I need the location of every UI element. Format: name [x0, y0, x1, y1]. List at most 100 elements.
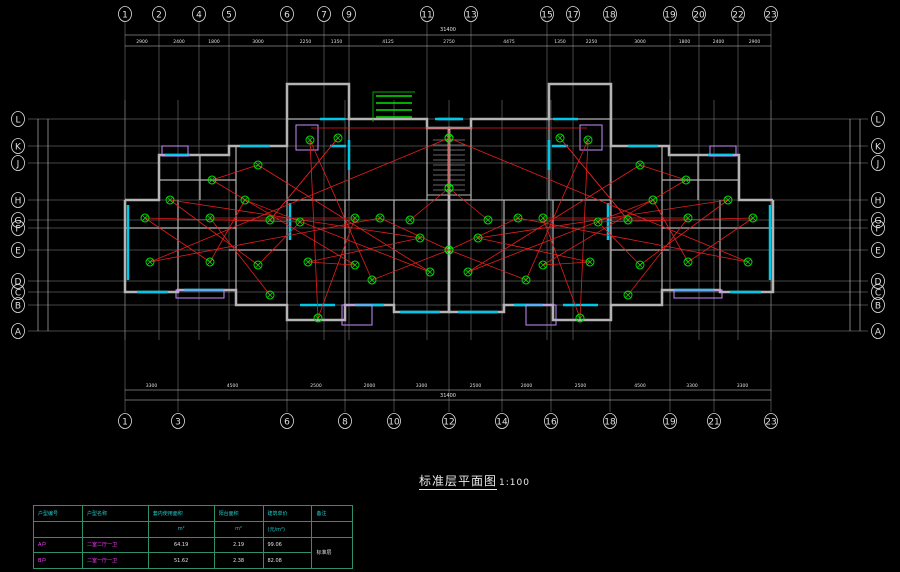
electrical-wire [209, 199, 246, 263]
light-fixture-cross [146, 258, 154, 266]
electrical-wire [517, 217, 749, 263]
top-axis-bubble-circle [464, 6, 478, 22]
top-axis-bubble-circle [222, 6, 236, 22]
furniture-block [161, 145, 189, 157]
bottom-axis-bubble-circle [707, 413, 721, 429]
furniture-block [175, 289, 225, 299]
left-axis-bubble-circle [11, 212, 25, 228]
electrical-wire [144, 217, 211, 263]
top-axis-bubble-label: 4 [196, 11, 202, 21]
header-cell: 套内使用面积 [147, 505, 215, 522]
light-fixture-icon [681, 175, 691, 185]
light-fixture-cross [584, 136, 592, 144]
note-cell: 标准层 [311, 536, 353, 569]
dimension-text: 3000 [252, 39, 264, 45]
light-fixture-icon [648, 195, 658, 205]
right-axis-bubble-label: E [875, 247, 881, 257]
light-fixture-cross [624, 216, 632, 224]
dimension-text: 2000 [521, 383, 533, 389]
dimension-text: 2900 [136, 39, 148, 45]
light-fixture-icon [444, 245, 454, 255]
dimension-text: 4125 [382, 39, 394, 45]
electrical-wire [542, 179, 687, 266]
light-fixture-cross [314, 314, 322, 322]
light-fixture-cross [539, 261, 547, 269]
dimension-text: 2500 [470, 383, 482, 389]
top-axis-bubble-label: 17 [567, 11, 578, 21]
electrical-wire [379, 217, 450, 251]
unit-area: 51.62 [147, 552, 215, 569]
title-text: 标准层平面图 [419, 474, 498, 490]
top-axis-bubble-label: 7 [321, 11, 327, 21]
light-fixture-cross [682, 176, 690, 184]
light-fixture-cross [334, 134, 342, 142]
light-fixture-icon [165, 195, 175, 205]
bottom-axis-bubble-circle [442, 413, 456, 429]
bottom-axis-bubble-circle [603, 413, 617, 429]
right-axis-bubble-label: B [875, 302, 881, 312]
dimension-text: 3300 [416, 383, 428, 389]
light-fixture-cross [416, 234, 424, 242]
light-fixture-icon [635, 260, 645, 270]
light-fixture-icon [425, 267, 435, 277]
right-axis-bubble-label: H [875, 197, 882, 207]
light-fixture-icon [265, 215, 275, 225]
light-fixture-icon [145, 257, 155, 267]
right-axis-bubble-circle [871, 297, 885, 313]
right-axis-bubble-circle [871, 212, 885, 228]
light-fixture-icon [513, 213, 523, 223]
light-fixture-icon [333, 133, 343, 143]
dimension-text: 31400 [440, 393, 456, 399]
bottom-axis-bubble-label: 14 [496, 418, 508, 428]
light-fixture-icon [350, 213, 360, 223]
light-fixture-icon [521, 275, 531, 285]
electrical-wire [477, 237, 591, 263]
dimension-text: 4500 [634, 383, 646, 389]
top-axis-bubble-circle [764, 6, 778, 22]
light-fixture-cross [406, 216, 414, 224]
electrical-wire [307, 237, 421, 263]
light-fixture-cross [556, 134, 564, 142]
right-axis-bubble-label: C [875, 289, 881, 299]
light-fixture-cross [351, 214, 359, 222]
right-axis-bubble-circle [871, 284, 885, 300]
light-fixture-cross [426, 268, 434, 276]
electrical-wire [542, 261, 591, 266]
top-axis-bubble-label: 20 [693, 11, 705, 21]
unit-balcony: 2.19 [213, 536, 264, 554]
unit-price: 99.06 [262, 536, 313, 554]
electrical-wire [597, 221, 641, 266]
bottom-axis-bubble-circle [387, 413, 401, 429]
right-axis-bubble-circle [871, 138, 885, 154]
unit-balcony: 2.38 [213, 552, 264, 569]
light-fixture-icon [140, 213, 150, 223]
electrical-wire [525, 139, 589, 281]
unit-area: 64.19 [147, 536, 215, 554]
electrical-wire [317, 217, 356, 319]
electrical-wire [448, 137, 749, 263]
light-fixture-cross [254, 261, 262, 269]
left-axis-bubble-label: E [15, 247, 21, 257]
light-fixture-cross [744, 258, 752, 266]
top-axis-bubble-label: 9 [346, 11, 352, 21]
furniture-block [295, 124, 319, 151]
electrical-wire [309, 139, 319, 319]
light-fixture-icon [483, 215, 493, 225]
right-axis-bubble-label: A [875, 328, 882, 338]
right-axis-bubble-circle [871, 155, 885, 171]
furniture-block [579, 124, 603, 151]
left-axis-bubble-label: A [15, 328, 22, 338]
light-fixture-icon [748, 213, 758, 223]
electrical-wire [244, 199, 431, 273]
dimension-text: 3300 [737, 383, 749, 389]
scale-text: 1:100 [499, 478, 530, 488]
light-fixture-icon [585, 257, 595, 267]
left-axis-bubble-circle [11, 111, 25, 127]
dimension-text: 4500 [227, 383, 239, 389]
light-fixture-icon [575, 313, 585, 323]
bottom-axis-bubble-circle [663, 413, 677, 429]
right-axis-bubble-circle [871, 220, 885, 236]
right-axis-bubble-circle [871, 323, 885, 339]
dimension-text: 2400 [713, 39, 725, 45]
